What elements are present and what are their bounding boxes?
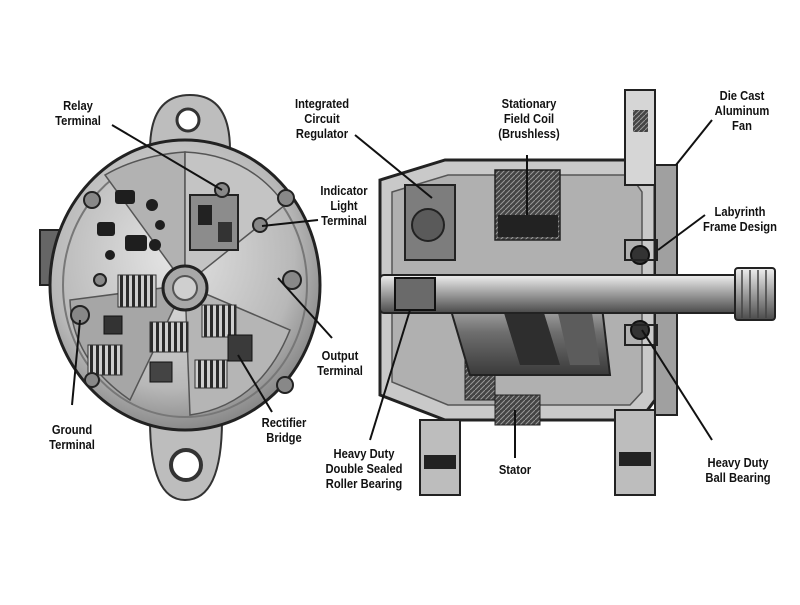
stator-winding [494,394,541,426]
rear-view [39,93,322,502]
fan-blade-upper [624,89,656,186]
ball-bearing [630,245,650,265]
rotor-shaft [379,274,771,314]
pulley-hub [734,267,776,321]
upper-mount-hole [175,107,201,133]
labyrinth-seal [624,239,658,261]
cutaway-view [378,89,776,496]
leader-lines [71,119,713,458]
roller-bearing [394,277,436,311]
output-terminal-stud [282,270,302,290]
bolt-icon [83,191,101,209]
lower-mount-hole [169,448,203,482]
label-stator: Stator [498,462,532,477]
rectifier-fins-left [117,274,157,308]
